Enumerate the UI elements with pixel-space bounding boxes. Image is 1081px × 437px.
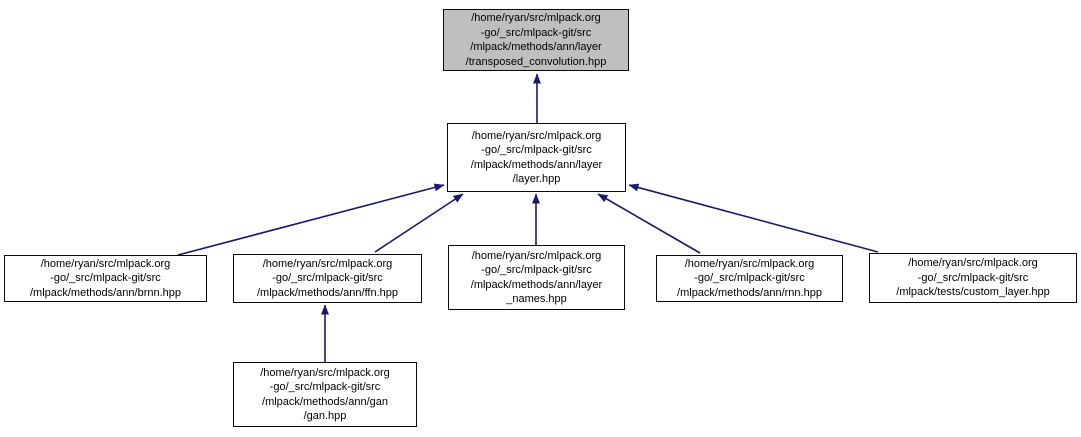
node-text-line: /mlpack/methods/ann/gan — [262, 395, 388, 408]
node-text-line: /mlpack/methods/ann/layer — [470, 278, 603, 291]
node-text-line: -go/_src/mlpack-git/src — [480, 26, 592, 39]
node-text-line: -go/_src/mlpack-git/src — [269, 381, 381, 393]
node-text-line: -go/_src/mlpack-git/src — [694, 272, 805, 285]
node-brnn-hpp[interactable]: /home/ryan/src/mlpack.org -go/_src/mlpac… — [4, 255, 207, 302]
node-rnn-hpp[interactable]: /home/ryan/src/mlpack.org -go/_src/mlpac… — [656, 255, 843, 302]
node-text-line: /home/ryan/src/mlpack.org — [684, 257, 815, 270]
node-text-line: /home/ryan/src/mlpack.org — [908, 257, 1038, 270]
node-gan-hpp[interactable]: /home/ryan/src/mlpack.org -go/_src/mlpac… — [233, 362, 417, 427]
node-text-line: -go/_src/mlpack-git/src — [917, 271, 1029, 284]
node-text-line: /transposed_convolution.hpp — [465, 55, 607, 68]
node-ffn-hpp[interactable]: /home/ryan/src/mlpack.org -go/_src/mlpac… — [233, 254, 422, 303]
node-text-line: /mlpack/methods/ann/brnn.hpp — [29, 286, 182, 299]
node-text-line: /mlpack/methods/ann/layer — [470, 41, 602, 53]
edge-ffn-to-layer — [374, 193, 464, 253]
node-text-line: /home/ryan/src/mlpack.org — [40, 257, 171, 270]
node-text-line: /mlpack/methods/ann/layer — [470, 158, 603, 171]
node-text-line: /gan.hpp — [303, 410, 347, 422]
node-text-line: /mlpack/methods/ann/rnn.hpp — [677, 286, 822, 299]
node-text-line: _names.hpp — [506, 293, 567, 305]
node-text-line: /home/ryan/src/mlpack.org — [262, 257, 393, 270]
node-layer-names-hpp[interactable]: /home/ryan/src/mlpack.org -go/_src/mlpac… — [448, 245, 625, 310]
node-custom-layer-hpp[interactable]: /home/ryan/src/mlpack.org -go/_src/mlpac… — [869, 253, 1077, 303]
node-text-line: -go/_src/mlpack-git/src — [481, 144, 592, 156]
edge-rnn-to-layer — [597, 193, 701, 254]
node-text-line: /home/ryan/src/mlpack.org — [471, 249, 602, 262]
node-text-line: /mlpack/methods/ann/ffn.hpp — [256, 286, 399, 299]
node-transposed-convolution-hpp[interactable]: /home/ryan/src/mlpack.org -go/_src/mlpac… — [443, 9, 629, 71]
node-text-line: -go/_src/mlpack-git/src — [50, 272, 161, 285]
node-text-line: -go/_src/mlpack-git/src — [272, 272, 383, 285]
node-text-line: /home/ryan/src/mlpack.org — [471, 129, 602, 142]
node-text-line: /layer.hpp — [512, 173, 561, 185]
edge-custom-layer-to-layer — [628, 183, 879, 253]
node-text-line: /home/ryan/src/mlpack.org — [260, 366, 390, 379]
edge-brnn-to-layer — [177, 183, 445, 256]
node-text-line: -go/_src/mlpack-git/src — [481, 264, 592, 276]
node-text-line: /home/ryan/src/mlpack.org — [471, 12, 601, 24]
node-layer-hpp[interactable]: /home/ryan/src/mlpack.org -go/_src/mlpac… — [447, 123, 626, 192]
node-text-line: /mlpack/tests/custom_layer.hpp — [896, 286, 1050, 299]
